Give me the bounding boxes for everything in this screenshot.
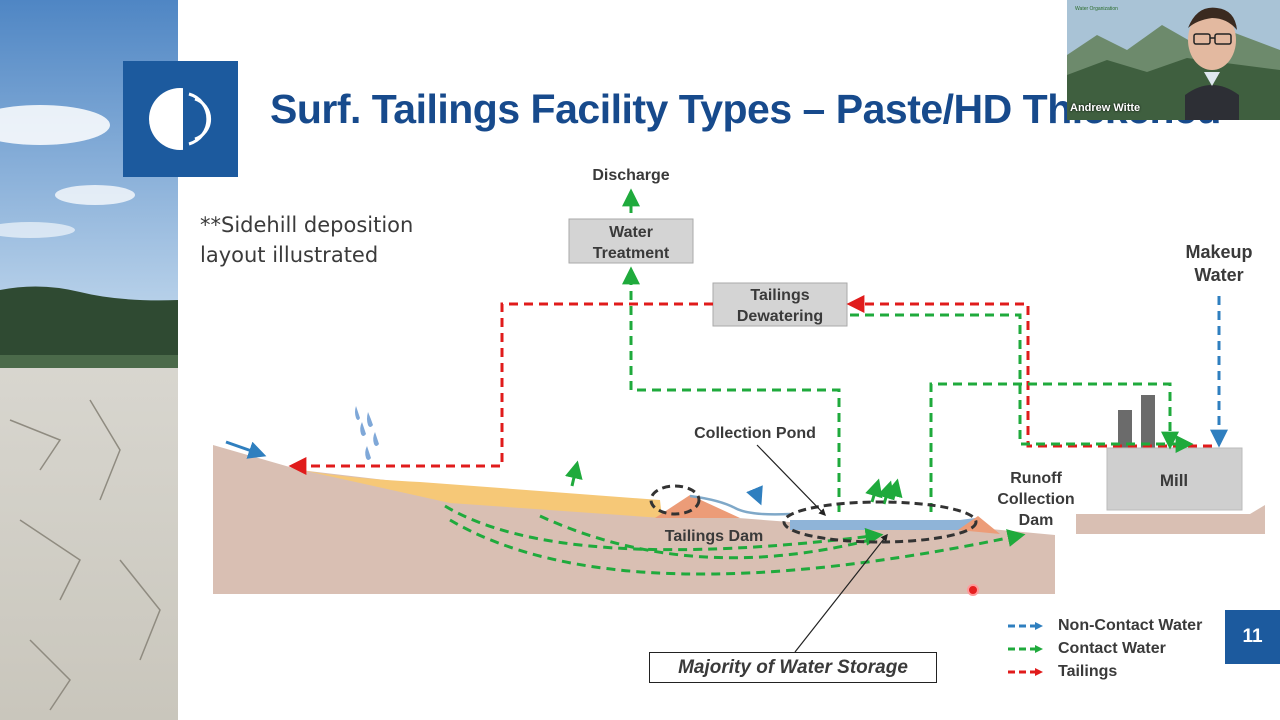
water-treatment-box: [568, 218, 694, 264]
company-logo: [123, 61, 238, 177]
logo-mark-icon: [149, 88, 214, 150]
non-contact-water-lines: [225, 296, 1228, 506]
laser-pointer-dot: [967, 584, 979, 596]
mill-label: Mill: [1160, 471, 1188, 490]
dam-highlight-ellipse: [649, 484, 701, 516]
discharge-label: Discharge: [592, 167, 669, 184]
presenter-name: Andrew Witte: [1070, 102, 1141, 114]
makeup-water-label-2: Water: [1194, 265, 1243, 285]
runoff-label-3: Dam: [1019, 512, 1054, 529]
legend-label: Tailings: [1058, 662, 1118, 680]
rain-drops-icon: [355, 406, 379, 460]
contact-water-lines: [444, 188, 1194, 576]
tailings-dewatering-label-1: Tailings: [750, 287, 809, 304]
collection-pond-pointer: [756, 444, 827, 517]
runoff-dam-shape: [958, 516, 1000, 534]
mill-stack-1: [1118, 410, 1132, 448]
tailings-dewatering-label-2: Dewatering: [737, 308, 823, 325]
mill-building: [1106, 447, 1243, 511]
majority-water-storage-box: Majority of Water Storage: [649, 652, 937, 683]
mill-platform: [1076, 505, 1265, 534]
slide-title: Surf. Tailings Facility Types – Paste/HD…: [270, 86, 1221, 132]
layout-note: **Sidehill deposition layout illustrated: [200, 213, 414, 267]
green-dashed-arrow-icon: [1008, 644, 1043, 653]
legend: Non-Contact Water Contact Water Tailings: [1006, 614, 1202, 683]
red-dashed-arrow-icon: [1008, 667, 1043, 676]
presenter-webcam[interactable]: Water Organization Andrew Witte: [1067, 0, 1280, 120]
page-number-badge: 11: [1225, 610, 1280, 664]
ground-profile: [213, 445, 1055, 594]
legend-label: Non-Contact Water: [1058, 616, 1203, 634]
water-treatment-label-1: Water: [609, 224, 653, 241]
legend-item-non-contact-water: Non-Contact Water: [1006, 614, 1202, 637]
collection-pond-water: [790, 518, 978, 530]
water-storage-pointer: [794, 533, 888, 653]
tailings-dam-label: Tailings Dam: [665, 528, 763, 545]
pond-highlight-ellipse: [782, 500, 978, 544]
blue-dashed-arrow-icon: [1008, 621, 1043, 630]
surface-runoff-line: [689, 494, 791, 516]
tailings-deposit: [297, 469, 662, 518]
runoff-label-2: Collection: [997, 491, 1074, 508]
background-landscape-photo: [0, 0, 178, 720]
webcam-video-feed: [1067, 0, 1280, 120]
webcam-brand-text: Water Organization: [1075, 6, 1118, 12]
mill-stack-2: [1141, 395, 1155, 448]
tailings-flow-lines: [288, 295, 1212, 475]
makeup-water-label-1: Makeup: [1185, 242, 1252, 262]
water-treatment-label-2: Treatment: [593, 245, 670, 262]
runoff-label-1: Runoff: [1010, 470, 1062, 487]
legend-label: Contact Water: [1058, 639, 1166, 657]
legend-item-tailings: Tailings: [1006, 660, 1202, 683]
collection-pond-label: Collection Pond: [694, 425, 816, 442]
legend-item-contact-water: Contact Water: [1006, 637, 1202, 660]
